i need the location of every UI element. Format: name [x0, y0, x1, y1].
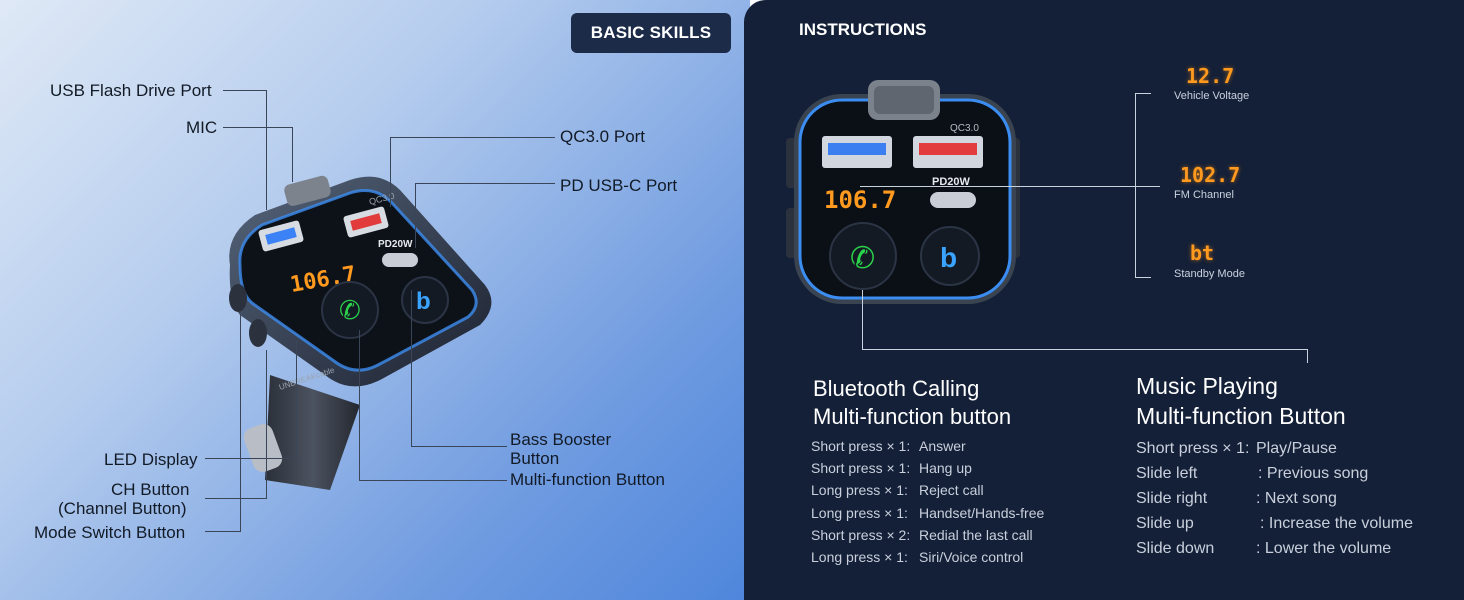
label-bass-booster: Bass Booster	[510, 430, 612, 449]
music-op-result: : Previous song	[1258, 465, 1369, 482]
bass-b-icon-top: b	[940, 242, 957, 273]
bt-op-action: Long press × 1:	[811, 549, 908, 565]
music-op-result: : Increase the volume	[1260, 515, 1413, 532]
label-channel-button: (Channel Button)	[58, 499, 187, 518]
label-bass-button: Button	[510, 449, 560, 468]
bt-heading-line1: Bluetooth Calling	[813, 376, 980, 401]
multi-function-button[interactable]	[321, 281, 379, 339]
instructions-title: INSTRUCTIONS	[799, 20, 927, 39]
music-op-action: Slide up	[1136, 515, 1194, 532]
bt-op-result: Redial the last call	[919, 527, 1033, 543]
bt-heading-line2: Multi-function button	[813, 404, 1012, 429]
mic-grille	[284, 175, 331, 206]
display-fm: 102.7	[1180, 163, 1241, 187]
label-mic: MIC	[186, 118, 218, 137]
charger-top-view: QC3.0 PD20W 106.7 ✆ b	[786, 80, 1020, 304]
pd-port	[382, 253, 418, 267]
phone-icon-top: ✆	[850, 242, 875, 275]
label-mode-switch: Mode Switch Button	[34, 523, 186, 542]
bt-op-result: Hang up	[919, 460, 972, 476]
music-op-result: : Next song	[1256, 490, 1337, 507]
bass-button-top[interactable]	[920, 226, 980, 286]
car-charger-illustration: QC3.0 PD20W 106.7 ✆ b UNBREAKcable	[229, 175, 492, 490]
music-op-result: Play/Pause	[1256, 440, 1337, 457]
music-op-action: Short press × 1:	[1136, 440, 1250, 457]
bass-booster-button[interactable]	[401, 276, 449, 324]
label-qc-port: QC3.0 Port	[560, 127, 646, 146]
bt-op-action: Short press × 1:	[811, 438, 911, 454]
caption-voltage: Vehicle Voltage	[1174, 90, 1250, 102]
music-heading-line2: Multi-function Button	[1136, 403, 1346, 429]
phone-icon: ✆	[339, 295, 361, 325]
label-multi-function: Multi-function Button	[510, 470, 665, 489]
bt-op-action: Short press × 2:	[811, 527, 911, 543]
bt-op-action: Short press × 1:	[811, 460, 911, 476]
label-led-display: LED Display	[104, 450, 198, 469]
basic-skills-badge: BASIC SKILLS	[571, 13, 731, 53]
display-standby: bt	[1190, 241, 1215, 265]
bt-op-result: Reject call	[919, 482, 984, 498]
label-pd-port: PD USB-C Port	[560, 176, 678, 195]
multi-function-button-top[interactable]	[829, 222, 897, 290]
bt-op-result: Siri/Voice control	[919, 549, 1024, 565]
mode-switch-button[interactable]	[229, 284, 247, 312]
led-display-top: 106.7	[824, 186, 896, 214]
music-op-action: Slide down	[1136, 540, 1215, 557]
pd-label-top: PD20W	[932, 176, 971, 188]
label-ch-button: CH Button	[111, 480, 190, 499]
ch-button[interactable]	[249, 319, 267, 347]
music-heading-line1: Music Playing	[1136, 373, 1278, 399]
label-usb-port: USB Flash Drive Port	[50, 81, 212, 100]
display-voltage: 12.7	[1186, 64, 1235, 88]
bt-op-result: Answer	[919, 438, 966, 454]
music-op-action: Slide left	[1136, 465, 1198, 482]
qc-label-top: QC3.0	[950, 123, 979, 134]
bass-b-icon: b	[416, 288, 431, 315]
pd-label: PD20W	[378, 239, 413, 250]
caption-standby: Standby Mode	[1174, 268, 1245, 280]
music-op-action: Slide right	[1136, 490, 1208, 507]
music-op-result: : Lower the volume	[1256, 540, 1392, 557]
bt-op-action: Long press × 1:	[811, 505, 908, 521]
bt-op-result: Handset/Hands-free	[919, 505, 1045, 521]
pd-port-top	[930, 192, 976, 208]
bt-op-action: Long press × 1:	[811, 482, 908, 498]
caption-fm: FM Channel	[1174, 189, 1234, 201]
